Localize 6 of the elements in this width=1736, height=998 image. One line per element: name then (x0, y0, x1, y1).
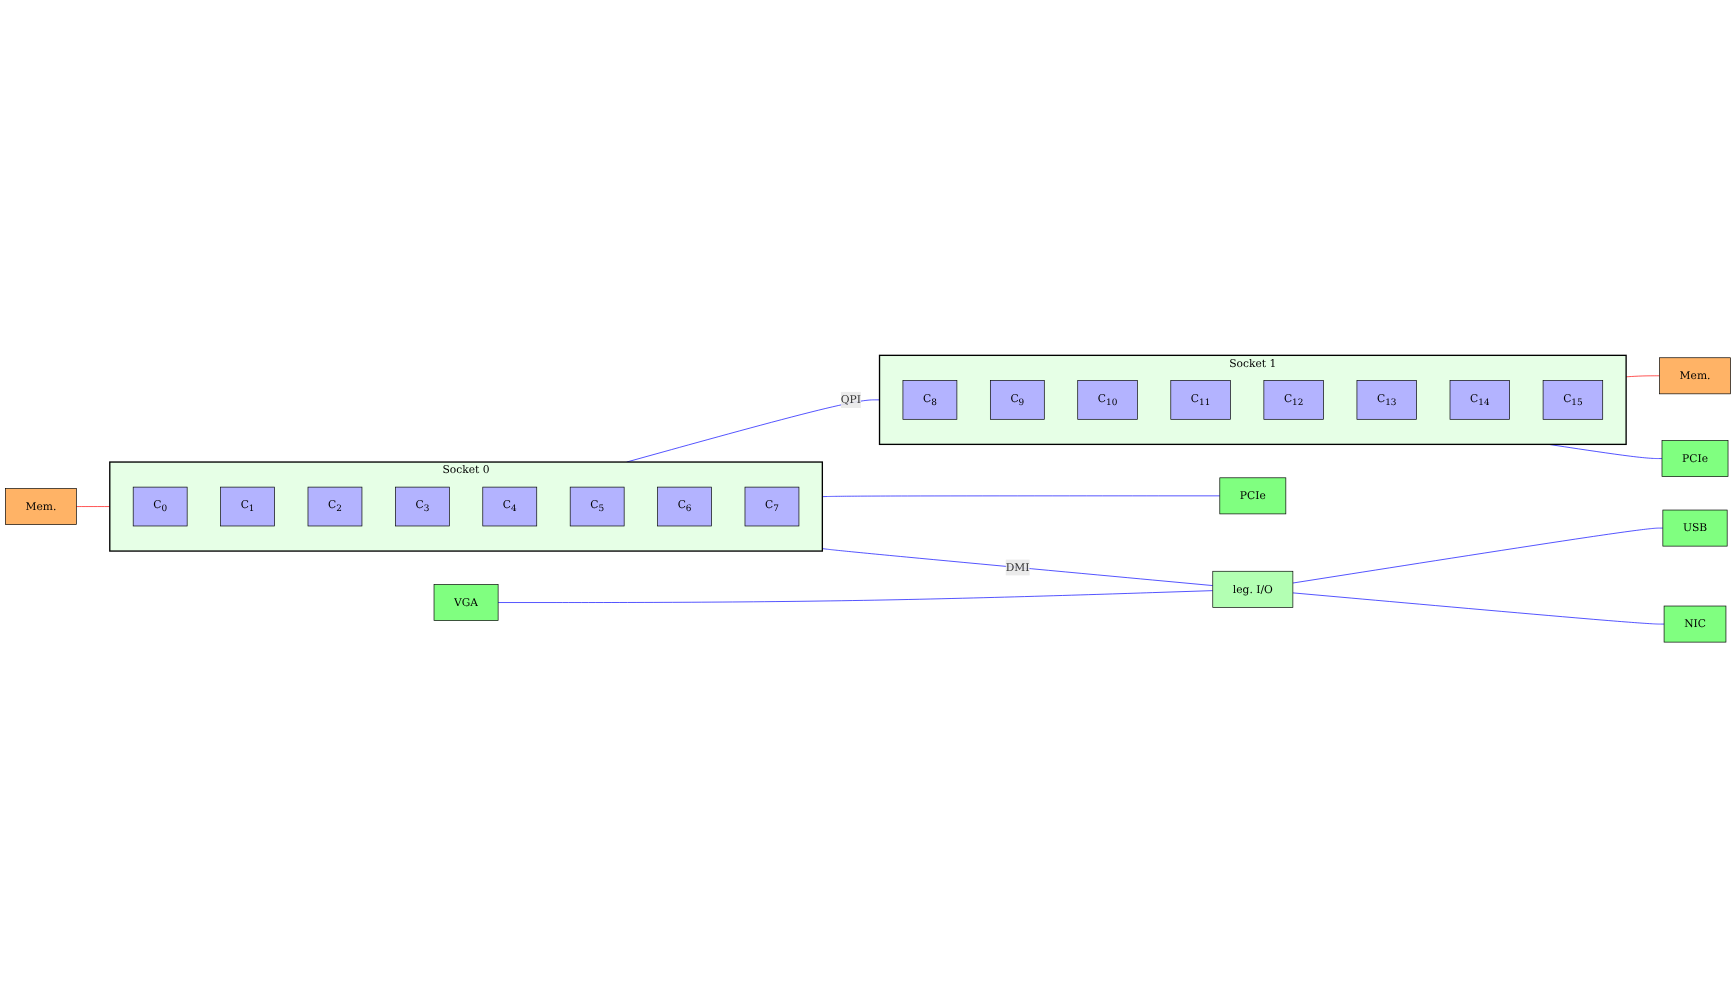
connector (626, 399, 880, 463)
connector (822, 548, 1214, 587)
connector (822, 495, 1221, 498)
connector (1292, 592, 1665, 625)
connector (497, 590, 1214, 604)
connector (1292, 528, 1664, 584)
